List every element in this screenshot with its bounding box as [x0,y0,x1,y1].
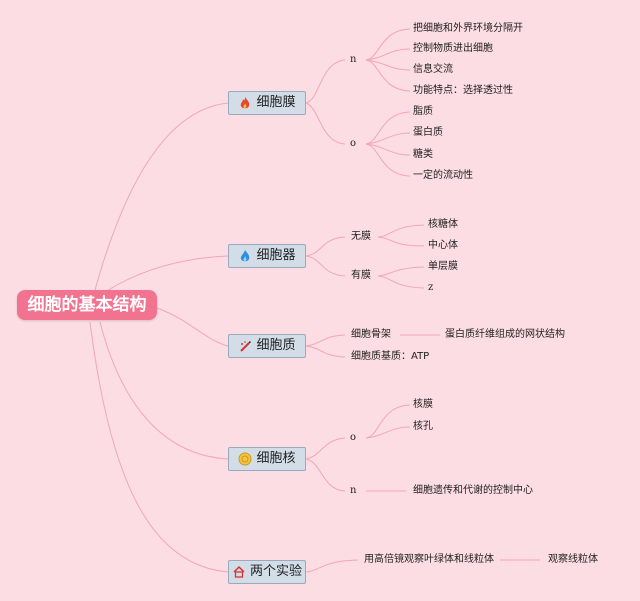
branch-label: 细胞膜 [256,95,296,110]
leaf-item[interactable]: 一定的流动性 [413,170,473,181]
group-label[interactable]: 细胞质基质：ATP [351,351,430,362]
group-label[interactable]: 有膜 [351,270,371,281]
branch-two-experiments[interactable]: 两个实验 [228,560,306,584]
branch-nucleus[interactable]: 细胞核 [228,447,306,471]
leaf-item[interactable]: 核糖体 [428,219,458,230]
root-topic[interactable]: 细胞的基本结构 [17,290,157,320]
group-label[interactable]: 用高倍镜观察叶绿体和线粒体 [364,554,494,565]
branch-label: 细胞质 [256,338,296,353]
flame-icon [238,249,252,263]
group-label[interactable]: o [350,432,357,443]
leaf-item[interactable]: 功能特点：选择透过性 [413,85,513,96]
branch-cytoplasm[interactable]: 细胞质 [228,334,306,358]
leaf-item[interactable]: 信息交流 [413,64,453,75]
leaf-item[interactable]: 中心体 [428,240,458,251]
home-icon [232,565,246,579]
branch-label: 细胞器 [256,248,296,263]
fire-icon [238,96,252,110]
branch-label: 细胞核 [256,451,296,466]
leaf-item[interactable]: 蛋白质纤维组成的网状结构 [445,329,565,340]
group-label[interactable]: n [350,54,357,65]
leaf-item[interactable]: 核孔 [413,421,433,432]
branch-label: 两个实验 [249,564,302,579]
leaf-item[interactable]: 蛋白质 [413,127,443,138]
leaf-item[interactable]: z [428,282,434,293]
leaf-item[interactable]: 把细胞和外界环境分隔开 [413,23,523,34]
leaf-item[interactable]: 糖类 [413,149,433,160]
leaf-item[interactable]: 脂质 [413,106,433,117]
group-label[interactable]: 无膜 [351,231,371,242]
sparkle-icon [238,339,252,353]
group-label[interactable]: 细胞骨架 [351,329,391,340]
leaf-item[interactable]: 细胞遗传和代谢的控制中心 [413,485,533,496]
group-label[interactable]: n [350,485,357,496]
branch-cell-membrane[interactable]: 细胞膜 [228,91,306,115]
group-label[interactable]: o [350,138,357,149]
seal-icon [238,452,252,466]
branch-organelles[interactable]: 细胞器 [228,244,306,268]
leaf-item[interactable]: 核膜 [413,399,433,410]
leaf-item[interactable]: 观察线粒体 [548,554,598,565]
leaf-item[interactable]: 单层膜 [428,261,458,272]
leaf-item[interactable]: 控制物质进出细胞 [413,43,493,54]
